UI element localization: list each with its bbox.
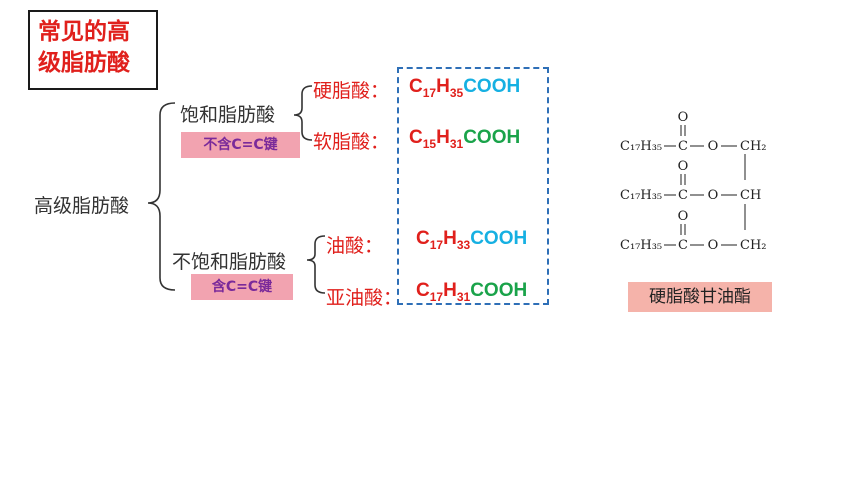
unsaturated-label: 不饱和脂肪酸 <box>172 251 287 273</box>
chain-3: C₁₇H₃₅ <box>620 238 662 253</box>
ester-o-1: O <box>708 139 719 154</box>
ch-middle: CH <box>740 188 761 203</box>
ch2-top: CH₂ <box>740 139 767 154</box>
title-line-2: 级脂肪酸 <box>38 50 130 76</box>
carbonyl-o-1: O <box>678 110 689 125</box>
chain-1: C₁₇H₃₅ <box>620 139 662 154</box>
title-line-1: 常见的高 <box>38 19 130 45</box>
formula-box <box>397 67 549 305</box>
unsaturated-tag: 含C=C键 <box>191 274 293 300</box>
triglyceride-caption: 硬脂酸甘油酯 <box>628 282 772 312</box>
root-brace <box>147 102 176 291</box>
acid-name-oleic: 油酸： <box>326 235 384 257</box>
formula-palmitic: C15H31COOH <box>409 127 521 151</box>
acid-name-stearic: 硬脂酸： <box>313 80 390 102</box>
ch2-bottom: CH₂ <box>740 238 767 253</box>
chain-2: C₁₇H₃₅ <box>620 188 662 203</box>
formula-oleic: C17H33COOH <box>416 228 528 252</box>
carbon-2: C <box>678 188 688 203</box>
unsaturated-brace <box>306 235 326 294</box>
root-label: 高级脂肪酸 <box>34 195 130 217</box>
carbon-3: C <box>678 238 688 253</box>
saturated-label: 饱和脂肪酸 <box>180 104 276 126</box>
ester-o-3: O <box>708 238 719 253</box>
carbon-1: C <box>678 139 688 154</box>
title-box: 常见的高 级脂肪酸 <box>28 10 158 90</box>
saturated-brace <box>293 85 313 141</box>
formula-stearic: C17H35COOH <box>409 76 521 100</box>
saturated-tag: 不含C=C键 <box>181 132 300 158</box>
acid-name-linoleic: 亚油酸： <box>326 287 403 309</box>
carbonyl-o-3: O <box>678 209 689 224</box>
ester-o-2: O <box>708 188 719 203</box>
acid-name-palmitic: 软脂酸： <box>313 131 390 153</box>
carbonyl-o-2: O <box>678 159 689 174</box>
formula-linoleic: C17H31COOH <box>416 280 528 304</box>
